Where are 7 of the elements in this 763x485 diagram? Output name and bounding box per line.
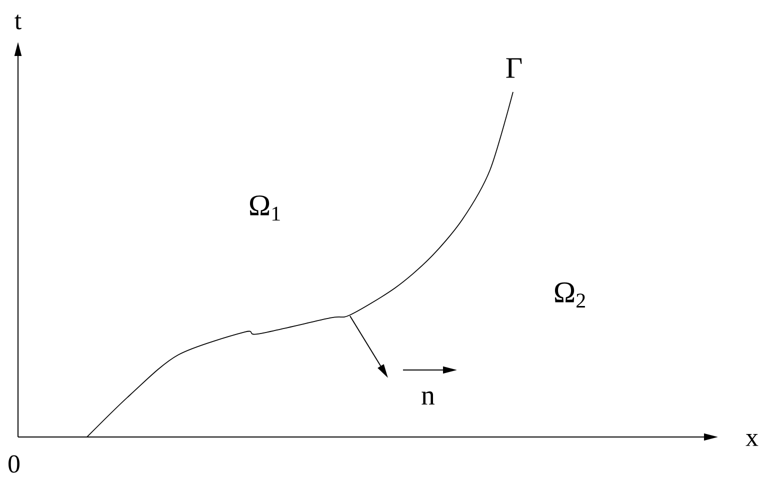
vector-label: n bbox=[422, 391, 435, 405]
axis-label: x bbox=[746, 434, 758, 446]
region-label: Ω$_{2}$ bbox=[554, 282, 585, 308]
curve-label: Γ bbox=[506, 58, 522, 78]
axis-label: t bbox=[14, 14, 22, 30]
origin-label: 0 bbox=[8, 455, 20, 473]
region-label: Ω$_{1}$ bbox=[250, 195, 280, 221]
